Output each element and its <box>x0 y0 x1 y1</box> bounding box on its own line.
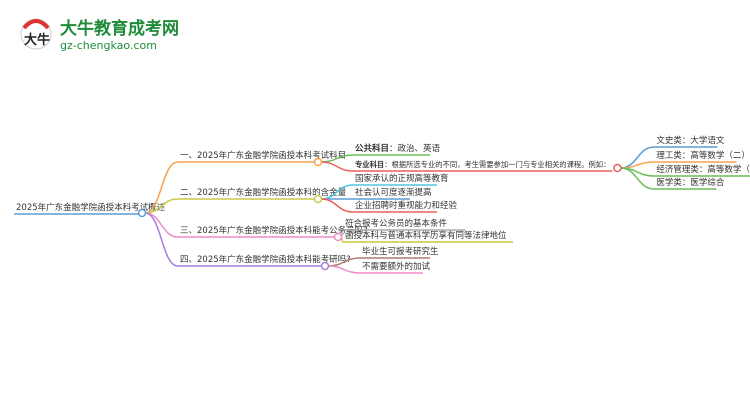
subleaf-node[interactable]: 文史类：大学语文 <box>656 135 725 146</box>
branch-node-3[interactable]: 三、2025年广东金融学院函授本科能考公务员吗? <box>180 225 368 236</box>
collapse-toggle[interactable] <box>333 232 343 242</box>
leaf-connector <box>320 198 354 213</box>
logo-url: gz-chengkao.com <box>60 39 157 52</box>
subleaf-node[interactable]: 医学类：医学综合 <box>656 177 725 188</box>
subleaf-node[interactable]: 理工类：高等数学（二） <box>656 150 750 161</box>
branch-node-4[interactable]: 四、2025年广东金融学院函授本科能考研吗? <box>180 254 351 265</box>
collapse-toggle[interactable] <box>313 194 323 204</box>
leaf-node[interactable]: 毕业生可报考研究生 <box>362 246 439 257</box>
leaf-node[interactable]: 企业招聘时重视能力和经验 <box>355 200 458 211</box>
branch-connector <box>144 212 179 267</box>
branch-node-2[interactable]: 二、2025年广东金融学院函授本科的含金量 <box>180 187 347 198</box>
branch-connector <box>144 212 179 238</box>
leaf-node[interactable]: 国家承认的正规高等教育 <box>355 173 449 184</box>
leaf-node[interactable]: 专业科目：根据所选专业的不同，考生需要参加一门与专业相关的课程。例如： <box>355 160 610 169</box>
collapse-toggle[interactable] <box>313 157 323 167</box>
svg-text:大牛: 大牛 <box>24 32 50 48</box>
leaf-node[interactable]: 社会认可度逐渐提高 <box>355 187 432 198</box>
subleaf-connector <box>620 167 655 190</box>
leaf-node[interactable]: 符合报考公务员的基本条件 <box>345 218 448 229</box>
leaf-node[interactable]: 函授本科与普通本科学历享有同等法律地位 <box>345 230 507 241</box>
branch-node-1[interactable]: 一、2025年广东金融学院函授本科考试科目 <box>180 150 346 161</box>
leaf-node[interactable]: 不需要额外的加试 <box>362 261 431 272</box>
leaf-node[interactable]: 公共科目：政治、英语 <box>355 143 441 154</box>
logo: 大牛 大牛教育成考网 gz-chengkao.com <box>18 16 208 56</box>
root-node[interactable]: 2025年广东金融学院函授本科考试概述 <box>16 202 166 213</box>
leaf-connector <box>320 161 354 172</box>
logo-name: 大牛教育成考网 <box>60 18 179 39</box>
subleaf-connector <box>620 161 655 169</box>
branch-connector <box>144 198 179 214</box>
logo-mark-icon: 大牛 大牛教育成考网 gz-chengkao.com <box>20 18 179 52</box>
collapse-toggle[interactable] <box>613 163 622 173</box>
branch-connector <box>144 161 179 214</box>
collapse-toggle[interactable] <box>137 208 147 218</box>
subleaf-node[interactable]: 经济管理类：高等数学（二） <box>656 164 750 175</box>
collapse-toggle[interactable] <box>320 261 330 271</box>
leaf-connector <box>327 265 361 274</box>
